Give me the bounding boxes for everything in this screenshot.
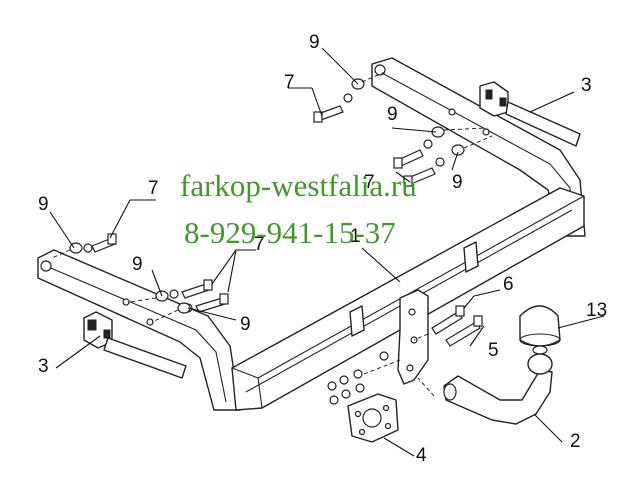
callout-7-top: 7 [284,72,295,93]
callout-6: 6 [503,274,514,295]
upper-bolt-set [313,71,493,187]
callout-5: 5 [488,340,499,361]
right-strip-plate [479,81,581,147]
left-strip-plate [83,311,187,379]
socket-plate [347,393,399,443]
long-bolts [413,305,483,347]
lower-nut-set [327,359,401,405]
callout-9-upper-right: 9 [452,172,463,193]
callout-labels: 9 7 3 9 7 9 7 9 9 7 3 9 1 6 13 5 4 2 9 [38,32,607,466]
callout-3-left: 3 [38,356,49,377]
callout-1: 1 [350,226,361,247]
callout-4: 4 [416,445,427,466]
callout-9-left: 9 [38,194,49,215]
callout-3-right: 3 [581,75,592,96]
watermark-phone: 8-929-941-15-37 [184,215,396,250]
callout-13: 13 [586,300,607,321]
tow-ball-cap [519,305,561,355]
leader-lines [49,47,605,457]
callout-9-left-low: 9 [240,314,251,335]
callout-9-upper-mid: 9 [387,104,398,125]
watermark: farkop-westfalia.ru 8-929-941-15-37 [180,168,417,250]
watermark-site: farkop-westfalia.ru [180,168,417,203]
callout-7-upper-mid: 7 [364,172,375,193]
callout-2: 2 [570,431,581,452]
left-side-bracket [37,249,241,411]
callout-7-left: 7 [148,178,159,199]
tow-ball-neck [417,353,553,425]
callout-9-top: 9 [309,32,320,53]
callout-7-left-mid: 7 [254,234,265,255]
callout-9-left-mid: 9 [132,254,143,275]
